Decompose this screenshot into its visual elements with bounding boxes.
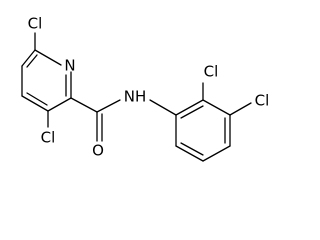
pyridine-ring	[21, 49, 72, 112]
double-bond-c3-c4	[26, 92, 48, 106]
bond-p5-p6	[175, 145, 204, 162]
bond-c3-c4	[21, 95, 49, 112]
double-bond-p5-p6	[180, 142, 204, 156]
chemical-structure: Cl N Cl O NH Cl Cl	[21, 15, 270, 162]
atom-label-o-carbonyl: O	[92, 142, 104, 160]
amide-group	[96, 99, 177, 142]
bond-nh-phenyl	[149, 99, 177, 116]
bond-c6-n	[34, 49, 62, 66]
bond-c2-c3	[47, 97, 72, 112]
bond-p1-p2	[175, 99, 204, 116]
double-bond-p1-p2	[180, 105, 204, 119]
double-bond-c5-c6	[26, 54, 38, 68]
atom-label-cl-top-right-b: Cl	[255, 92, 270, 110]
atom-label-cl-top-left: Cl	[28, 15, 43, 33]
bond-c5-c6	[21, 49, 36, 67]
atom-label-cl-bottom-left: Cl	[41, 129, 56, 147]
bond-carbonyl-nh	[96, 99, 121, 113]
bond-p4-p5	[202, 145, 231, 162]
phenyl-ring	[175, 99, 231, 162]
bond-c2-carbonyl	[70, 97, 98, 113]
atom-label-n-ring: N	[64, 57, 75, 75]
bond-p3-cl	[229, 102, 252, 116]
atom-label-cl-top-right-a: Cl	[204, 63, 219, 81]
bond-p2-p3	[202, 99, 231, 116]
atom-label-nh-amide: NH	[124, 88, 147, 106]
